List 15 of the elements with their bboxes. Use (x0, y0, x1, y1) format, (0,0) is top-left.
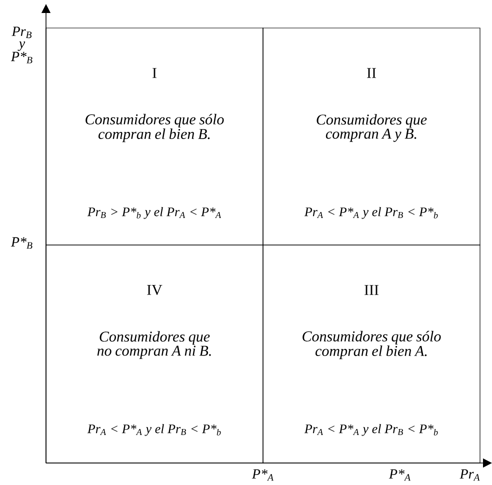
axis-label: P*$_{B}$ (10, 237, 32, 249)
condition-text: Pr$_{A}$ < P*$_{A}$ y el Pr$_{B}$ < P*$_{b}$ (87, 424, 221, 436)
quadrant-number: IV (147, 284, 162, 296)
quadrant-number: II (367, 68, 376, 78)
quadrant-number: I (152, 68, 156, 78)
axis-label: Pr$_{B}$ y P*$_{B}$ (10, 26, 32, 64)
quadrant-description: Consumidores que compran A y B. (316, 114, 427, 142)
axis-label: P*$_{A}$ (252, 469, 274, 481)
quadrant-description: Consumidores que sólo compran el bien A. (302, 330, 441, 360)
condition-text: Pr$_{A}$ < P*$_{A}$ y el Pr$_{B}$ < P*$_{b}$ (304, 424, 438, 436)
quadrant-description: Consumidores que no compran A ni B. (97, 331, 211, 359)
quadrant-number: III (364, 285, 378, 295)
condition-text: Pr$_{A}$ < P*$_{A}$ y el Pr$_{B}$ < P*$_{b}$ (304, 207, 438, 219)
condition-text: Pr$_{B}$ > P*$_{b}$ y el Pr$_{A}$ < P*$_{A}$ (87, 207, 222, 219)
quadrant-description: Consumidores que sólo compran el bien B. (86, 114, 224, 142)
